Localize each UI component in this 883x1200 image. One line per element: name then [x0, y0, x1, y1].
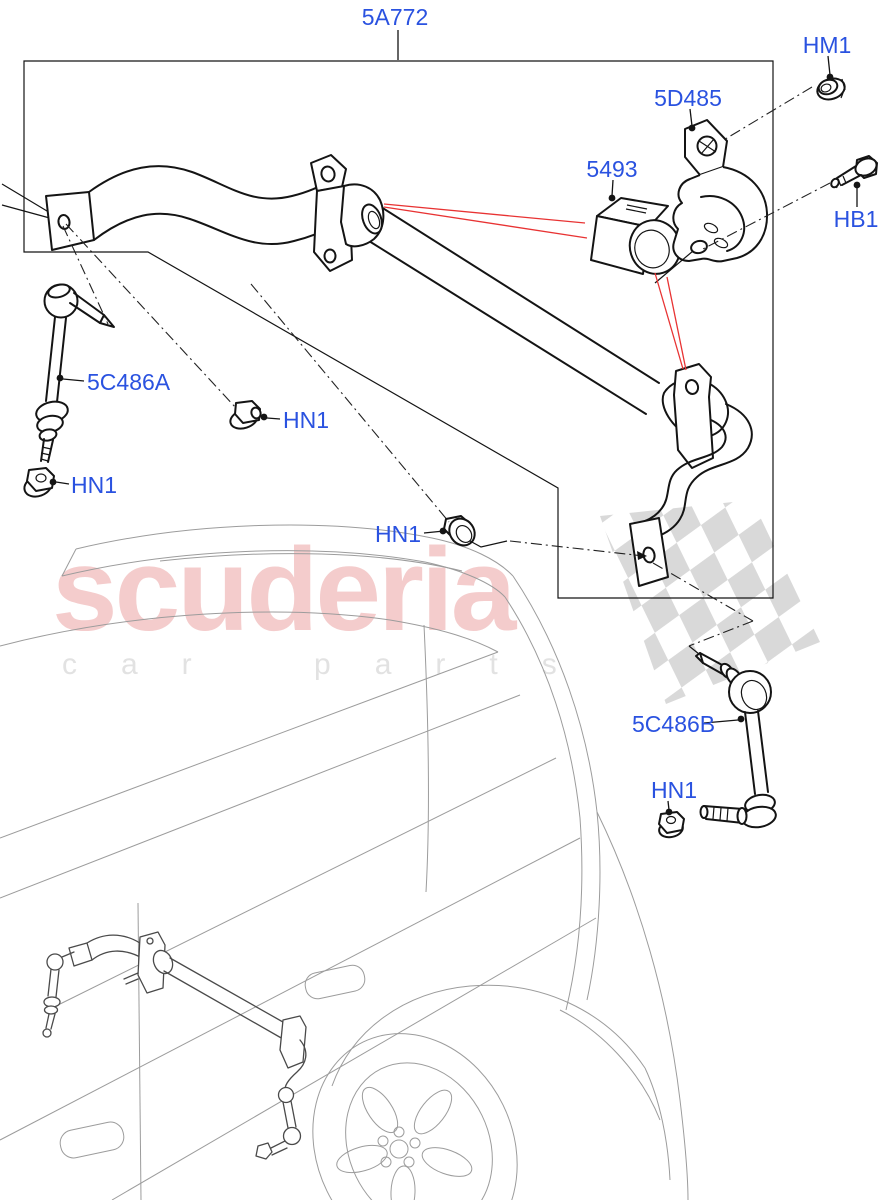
part-labels: 5A772 HM1 5D485 5493 HB1 5C486A HN1 HN1 … — [71, 4, 878, 803]
flange-nut-hm1-drawing — [816, 77, 846, 101]
flange-nut-bottom-left-drawing — [23, 467, 55, 498]
watermark-brand-text: scuderia — [52, 524, 518, 656]
part-label-bushing[interactable]: 5493 — [586, 156, 637, 182]
flange-nut-bottom-right-drawing — [658, 811, 685, 839]
bolt-hb1-drawing — [830, 155, 878, 189]
stabilizer-link-left-drawing — [35, 283, 115, 463]
part-label-assembly[interactable]: 5A772 — [362, 4, 429, 30]
part-label-link-left[interactable]: 5C486A — [87, 369, 171, 395]
stabilizer-link-right-drawing — [695, 652, 777, 829]
stabilizer-bar-drawing — [45, 154, 753, 587]
part-label-bracket[interactable]: 5D485 — [654, 85, 722, 111]
alignment-dash-lines — [62, 86, 831, 647]
part-label-locknut-top[interactable]: HM1 — [803, 32, 852, 58]
watermark: scuderia car parts — [52, 524, 601, 681]
part-label-nut-bottom-left[interactable]: HN1 — [71, 472, 117, 498]
door-handle — [59, 964, 366, 1159]
part-label-nut-mid-left[interactable]: HN1 — [283, 407, 329, 433]
part-label-nut-center[interactable]: HN1 — [375, 521, 421, 547]
label-leader-lines — [49, 30, 861, 816]
clamp-bracket-drawing — [654, 119, 769, 284]
flange-nut-mid-left-drawing — [229, 400, 262, 430]
exploded-diagram — [1, 30, 878, 839]
red-leader-lines — [383, 203, 687, 371]
alignment-arrowhead — [637, 551, 647, 560]
vehicle-outline — [0, 524, 689, 1200]
installed-assembly-drawing — [42, 931, 307, 1160]
bushing-drawing — [590, 197, 682, 275]
alignment-tail-line — [688, 645, 700, 655]
rear-wheel — [312, 1033, 518, 1200]
part-label-bolt[interactable]: HB1 — [834, 206, 879, 232]
diagram-box — [23, 60, 774, 599]
part-label-link-right[interactable]: 5C486B — [632, 711, 715, 737]
part-label-nut-bottom-right[interactable]: HN1 — [651, 777, 697, 803]
watermark-tagline-text: car parts — [62, 648, 601, 681]
